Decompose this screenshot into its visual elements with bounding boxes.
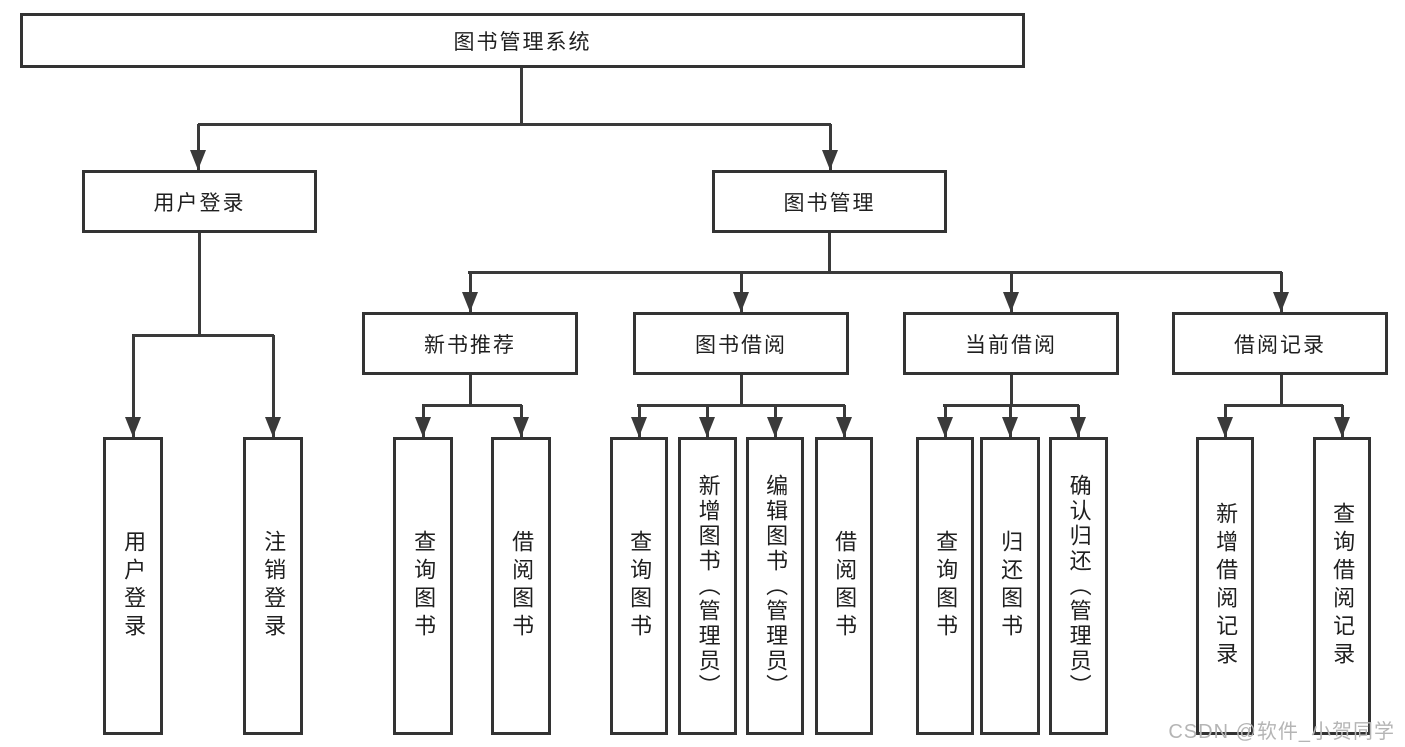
arrow-down-icon: [733, 292, 749, 312]
leaf-logout: 注销登录: [243, 437, 303, 735]
connector-vline: [520, 68, 523, 124]
arrow-down-icon: [767, 417, 783, 437]
arrow-down-icon: [1334, 417, 1350, 437]
leaf-label: 查询借阅记录: [1330, 502, 1356, 670]
arrow-down-icon: [513, 417, 529, 437]
connector-vline: [740, 375, 743, 407]
connector-hline: [132, 334, 274, 337]
leaf-label: 编辑图书（管理员）: [763, 473, 789, 699]
connector-vline: [1010, 375, 1013, 407]
leaf-label: 归还图书: [998, 530, 1024, 642]
arrow-down-icon: [937, 417, 953, 437]
arrow-down-icon: [631, 417, 647, 437]
connector-hline: [1224, 404, 1343, 407]
leaf-label: 借阅图书: [832, 530, 858, 642]
node-root-library-system: 图书管理系统: [20, 13, 1025, 68]
connector-vline: [197, 124, 200, 170]
arrow-down-icon: [1003, 292, 1019, 312]
leaf-label: 新增借阅记录: [1213, 502, 1239, 670]
connector-hline: [422, 404, 522, 407]
connector-vline: [272, 335, 275, 437]
node-book-borrow: 图书借阅: [633, 312, 849, 375]
node-new-book-recommend: 新书推荐: [362, 312, 578, 375]
leaf-add-books-admin: 新增图书（管理员）: [678, 437, 737, 735]
arrow-down-icon: [1070, 417, 1086, 437]
arrow-down-icon: [125, 417, 141, 437]
leaf-label: 查询图书: [933, 530, 959, 642]
leaf-label: 新增图书（管理员）: [695, 473, 721, 699]
arrow-down-icon: [462, 292, 478, 312]
node-borrow-records: 借阅记录: [1172, 312, 1388, 375]
leaf-label: 查询图书: [627, 530, 653, 642]
leaf-borrow-books-recommend: 借阅图书: [491, 437, 551, 735]
arrow-down-icon: [822, 150, 838, 170]
leaf-query-books-recommend: 查询图书: [393, 437, 453, 735]
connector-vline: [198, 233, 201, 337]
leaf-user-login: 用户登录: [103, 437, 163, 735]
connector-vline: [828, 233, 831, 274]
arrow-down-icon: [1273, 292, 1289, 312]
leaf-label: 注销登录: [261, 530, 287, 642]
arrow-down-icon: [190, 150, 206, 170]
node-book-management: 图书管理: [712, 170, 947, 233]
leaf-label: 确认归还（管理员）: [1066, 473, 1092, 699]
leaf-label: 借阅图书: [509, 530, 535, 642]
node-current-borrow: 当前借阅: [903, 312, 1119, 375]
leaf-edit-books-admin: 编辑图书（管理员）: [746, 437, 804, 735]
connector-hline: [637, 404, 845, 407]
leaf-query-books-borrow: 查询图书: [610, 437, 668, 735]
leaf-add-borrow-record: 新增借阅记录: [1196, 437, 1254, 735]
arrow-down-icon: [265, 417, 281, 437]
connector-vline: [829, 124, 832, 170]
node-user-login: 用户登录: [82, 170, 317, 233]
arrow-down-icon: [836, 417, 852, 437]
connector-vline: [132, 335, 135, 437]
leaf-query-borrow-record: 查询借阅记录: [1313, 437, 1371, 735]
leaf-query-books-current: 查询图书: [916, 437, 974, 735]
arrow-down-icon: [1217, 417, 1233, 437]
connector-hline: [943, 404, 1079, 407]
arrow-down-icon: [699, 417, 715, 437]
leaf-label: 查询图书: [411, 530, 437, 642]
leaf-label: 用户登录: [121, 530, 147, 642]
connector-hline: [198, 123, 831, 126]
connector-hline: [468, 271, 1282, 274]
connector-vline: [469, 375, 472, 407]
watermark: CSDN @软件_小贺同学: [1168, 721, 1395, 743]
leaf-confirm-return-admin: 确认归还（管理员）: [1049, 437, 1108, 735]
arrow-down-icon: [415, 417, 431, 437]
leaf-return-books: 归还图书: [980, 437, 1040, 735]
arrow-down-icon: [1002, 417, 1018, 437]
leaf-borrow-books: 借阅图书: [815, 437, 873, 735]
connector-vline: [1280, 375, 1283, 407]
